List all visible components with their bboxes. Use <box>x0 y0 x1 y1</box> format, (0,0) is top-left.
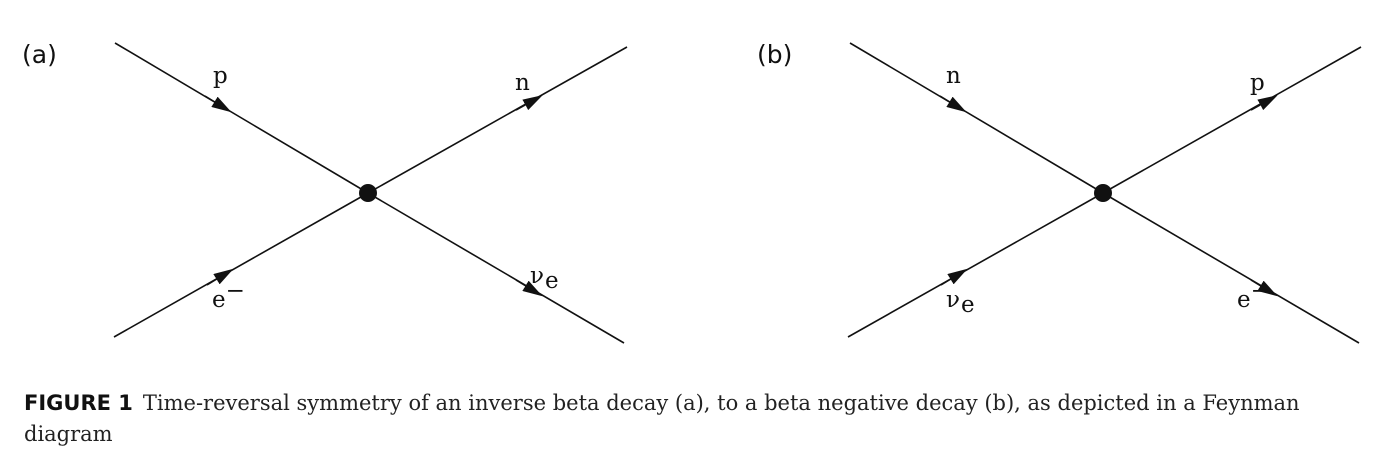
panel-a-neutron-line <box>367 46 628 194</box>
caption-text: Time-reversal symmetry of an inverse bet… <box>24 391 1300 446</box>
panel-b-label: (b) <box>757 40 793 69</box>
panel-a-label-upper-left: p <box>213 63 228 89</box>
panel-b-neutrino-arrow <box>940 268 968 286</box>
panel-a-proton-line <box>114 42 369 194</box>
panel-a-neutron-arrow <box>515 95 543 111</box>
panel-b-electron-line <box>1102 192 1360 344</box>
panel-a-neutrino-arrow <box>515 279 543 297</box>
panel-a-proton-arrow <box>204 95 232 113</box>
panel-b-proton-line <box>1102 46 1362 194</box>
panel-a-electron-line <box>113 192 369 338</box>
panel-a-diagram: p n e− νe <box>113 42 628 344</box>
panel-b-vertex <box>1094 184 1112 202</box>
panel-b-label-upper-left: n <box>946 63 961 89</box>
panel-a-label-upper-right: n <box>515 70 530 96</box>
panel-b-neutrino-line <box>847 192 1104 338</box>
panel-a-label: (a) <box>22 40 57 69</box>
feynman-diagrams-svg: p n e− νe n p νe e− <box>113 42 1362 344</box>
panel-a-vertex <box>359 184 377 202</box>
panel-b-neutron-arrow <box>939 95 967 113</box>
panel-b-label-lower-right: e− <box>1237 278 1270 313</box>
panel-b-proton-arrow <box>1250 95 1278 111</box>
panel-b-electron-arrow <box>1250 279 1278 297</box>
panel-b-label-upper-right: p <box>1250 70 1265 96</box>
panel-a-label-lower-right: νe <box>530 263 559 294</box>
panel-a-neutrino-line <box>367 192 625 344</box>
panel-a-label-lower-left: e− <box>212 278 245 313</box>
figure-number: FIGURE 1 <box>24 391 133 415</box>
feynman-figure: (a) (b) p n e− νe <box>22 40 1362 344</box>
panel-a-electron-arrow <box>206 268 234 286</box>
panel-b-neutron-line <box>849 42 1104 194</box>
panel-b-label-lower-left: νe <box>946 287 975 318</box>
panel-b-diagram: n p νe e− <box>847 42 1362 344</box>
